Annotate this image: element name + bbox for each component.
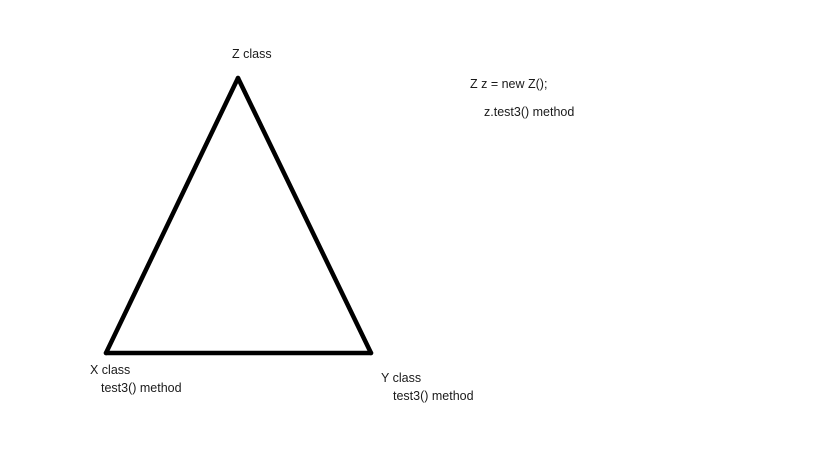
edge-z-to-y bbox=[235, 75, 374, 356]
node-x-method-label: test3() method bbox=[101, 381, 182, 395]
edge-z-to-x bbox=[103, 75, 241, 356]
node-y-method-label: test3() method bbox=[393, 389, 474, 403]
code-line-method-call: z.test3() method bbox=[484, 105, 575, 119]
node-x-class-label: X class bbox=[90, 363, 131, 377]
code-line-instantiation: Z z = new Z(); bbox=[470, 77, 548, 91]
node-z-class-label: Z class bbox=[232, 47, 272, 61]
node-y-class-label: Y class bbox=[381, 371, 422, 385]
